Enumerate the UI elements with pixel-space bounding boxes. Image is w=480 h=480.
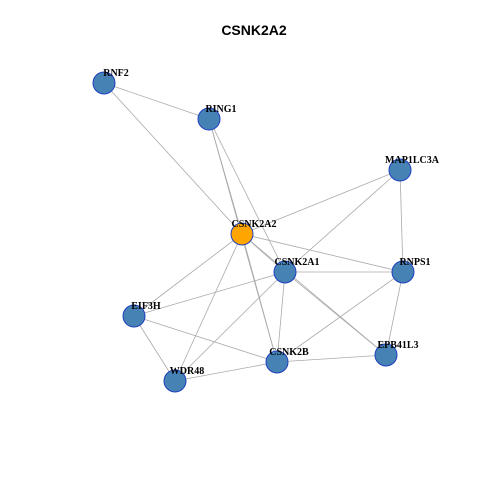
node-circle-csnk2a1: [273, 260, 297, 284]
node-circle-ring1: [197, 107, 221, 131]
node-ring1: RING1: [197, 104, 237, 131]
node-label-eif3h: EIF3H: [131, 301, 161, 312]
node-label-csnk2b: CSNK2B: [269, 347, 309, 358]
node-wdr48: WDR48: [163, 366, 204, 393]
edge-eif3h-wdr48: [133, 315, 176, 382]
edge-rnps1-csnk2b: [276, 271, 404, 363]
edge-map1lc3a-rnps1: [399, 169, 404, 273]
edge-csnk2a2-wdr48: [174, 233, 243, 382]
node-circle-epb41l3: [374, 343, 398, 367]
node-label-csnk2a2: CSNK2A2: [231, 219, 276, 230]
edge-csnk2a2-csnk2b: [241, 233, 278, 363]
node-circle-csnk2a2: [230, 222, 254, 246]
node-csnk2b: CSNK2B: [265, 347, 309, 374]
edge-csnk2a1-epb41l3: [284, 271, 387, 356]
node-circle-wdr48: [163, 369, 187, 393]
node-epb41l3: EPB41L3: [374, 340, 419, 367]
node-rnps1: RNPS1: [391, 257, 431, 284]
edge-csnk2b-epb41l3: [276, 354, 387, 363]
node-circle-eif3h: [122, 304, 146, 328]
node-circle-rnf2: [92, 71, 116, 95]
node-label-wdr48: WDR48: [170, 366, 204, 377]
node-eif3h: EIF3H: [122, 301, 161, 328]
node-csnk2a2: CSNK2A2: [230, 219, 277, 246]
node-rnf2: RNF2: [92, 68, 129, 95]
edge-csnk2b-wdr48: [174, 361, 278, 382]
node-label-csnk2a1: CSNK2A1: [274, 257, 319, 268]
node-label-epb41l3: EPB41L3: [377, 340, 418, 351]
node-csnk2a1: CSNK2A1: [273, 257, 320, 284]
edge-csnk2a1-wdr48: [174, 271, 286, 382]
node-map1lc3a: MAP1LC3A: [385, 155, 440, 182]
edge-map1lc3a-csnk2a2: [241, 169, 401, 235]
node-label-rnf2: RNF2: [103, 68, 129, 79]
graph-title: CSNK2A2: [221, 22, 287, 38]
edge-rnf2-csnk2a2: [103, 82, 243, 235]
edge-layer: [103, 82, 404, 382]
edge-csnk2a1-eif3h: [133, 271, 286, 317]
node-label-ring1: RING1: [205, 104, 236, 115]
node-label-rnps1: RNPS1: [399, 257, 430, 268]
edge-csnk2a2-eif3h: [133, 233, 243, 317]
edge-rnf2-ring1: [103, 82, 210, 120]
node-label-map1lc3a: MAP1LC3A: [385, 155, 440, 166]
edge-rnps1-epb41l3: [385, 271, 404, 356]
node-circle-map1lc3a: [388, 158, 412, 182]
edge-csnk2a1-csnk2b: [276, 271, 286, 363]
node-circle-csnk2b: [265, 350, 289, 374]
node-circle-rnps1: [391, 260, 415, 284]
edge-csnk2a2-rnps1: [241, 233, 404, 273]
edge-ring1-csnk2a1: [208, 118, 286, 273]
edge-eif3h-csnk2b: [133, 315, 278, 363]
edge-map1lc3a-csnk2a1: [284, 169, 401, 273]
